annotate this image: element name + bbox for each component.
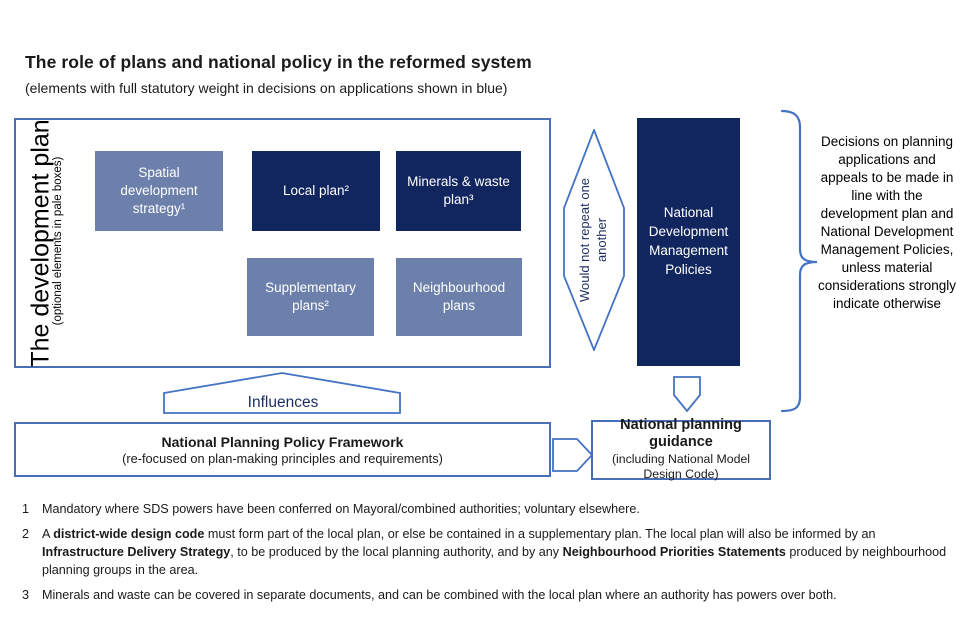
footnote-3: 3 Minerals and waste can be covered in s… [22,587,953,605]
footnote-2: 2 A district-wide design code must form … [22,526,953,580]
box-national-development-management-policies: National Development Management Policies [637,118,740,366]
influences-label: Influences [247,394,319,411]
development-plan-sublabel: (optional elements in pale boxes) [52,156,64,326]
footnote-number: 2 [22,526,30,541]
down-arrow-icon [673,376,701,412]
right-arrow-icon [552,438,594,472]
page-subtitle: (elements with full statutory weight in … [25,80,508,96]
box-national-planning-guidance: National planning guidance (including Na… [591,417,771,482]
box-spatial-development-strategy: Spatial development strategy¹ [95,151,223,231]
box-supplementary-plans: Supplementary plans² [247,258,374,336]
nppf-title: National Planning Policy Framework [161,433,404,450]
footnotes: 1 Mandatory where SDS powers have been c… [22,501,953,611]
box-neighbourhood-plans: Neighbourhood plans [396,258,522,336]
footnote-text: A district-wide design code must form pa… [42,526,947,577]
influences-arrow-shape [163,372,401,414]
footnote-1: 1 Mandatory where SDS powers have been c… [22,501,953,519]
nppf-subtitle: (re-focused on plan-making principles an… [122,450,443,466]
box-national-planning-policy-framework: National Planning Policy Framework (re-f… [14,422,551,477]
hexagon-shape [563,129,625,351]
brace-icon [780,109,818,413]
guidance-subtitle: (including National Model Design Code) [611,451,751,482]
footnote-text: Minerals and waste can be covered in sep… [42,587,837,602]
guidance-title: National planning guidance [620,417,742,451]
box-minerals-waste-plan: Minerals & waste plan³ [396,151,521,231]
decisions-note: Decisions on planning applications and a… [817,134,957,311]
footnote-number: 1 [22,502,30,516]
footnote-number: 3 [22,587,30,602]
page-title: The role of plans and national policy in… [25,52,532,72]
hexagon-label: Would not repeat one another [577,177,609,303]
footnote-text: Mandatory where SDS powers have been con… [42,502,640,516]
box-local-plan: Local plan² [252,151,380,231]
